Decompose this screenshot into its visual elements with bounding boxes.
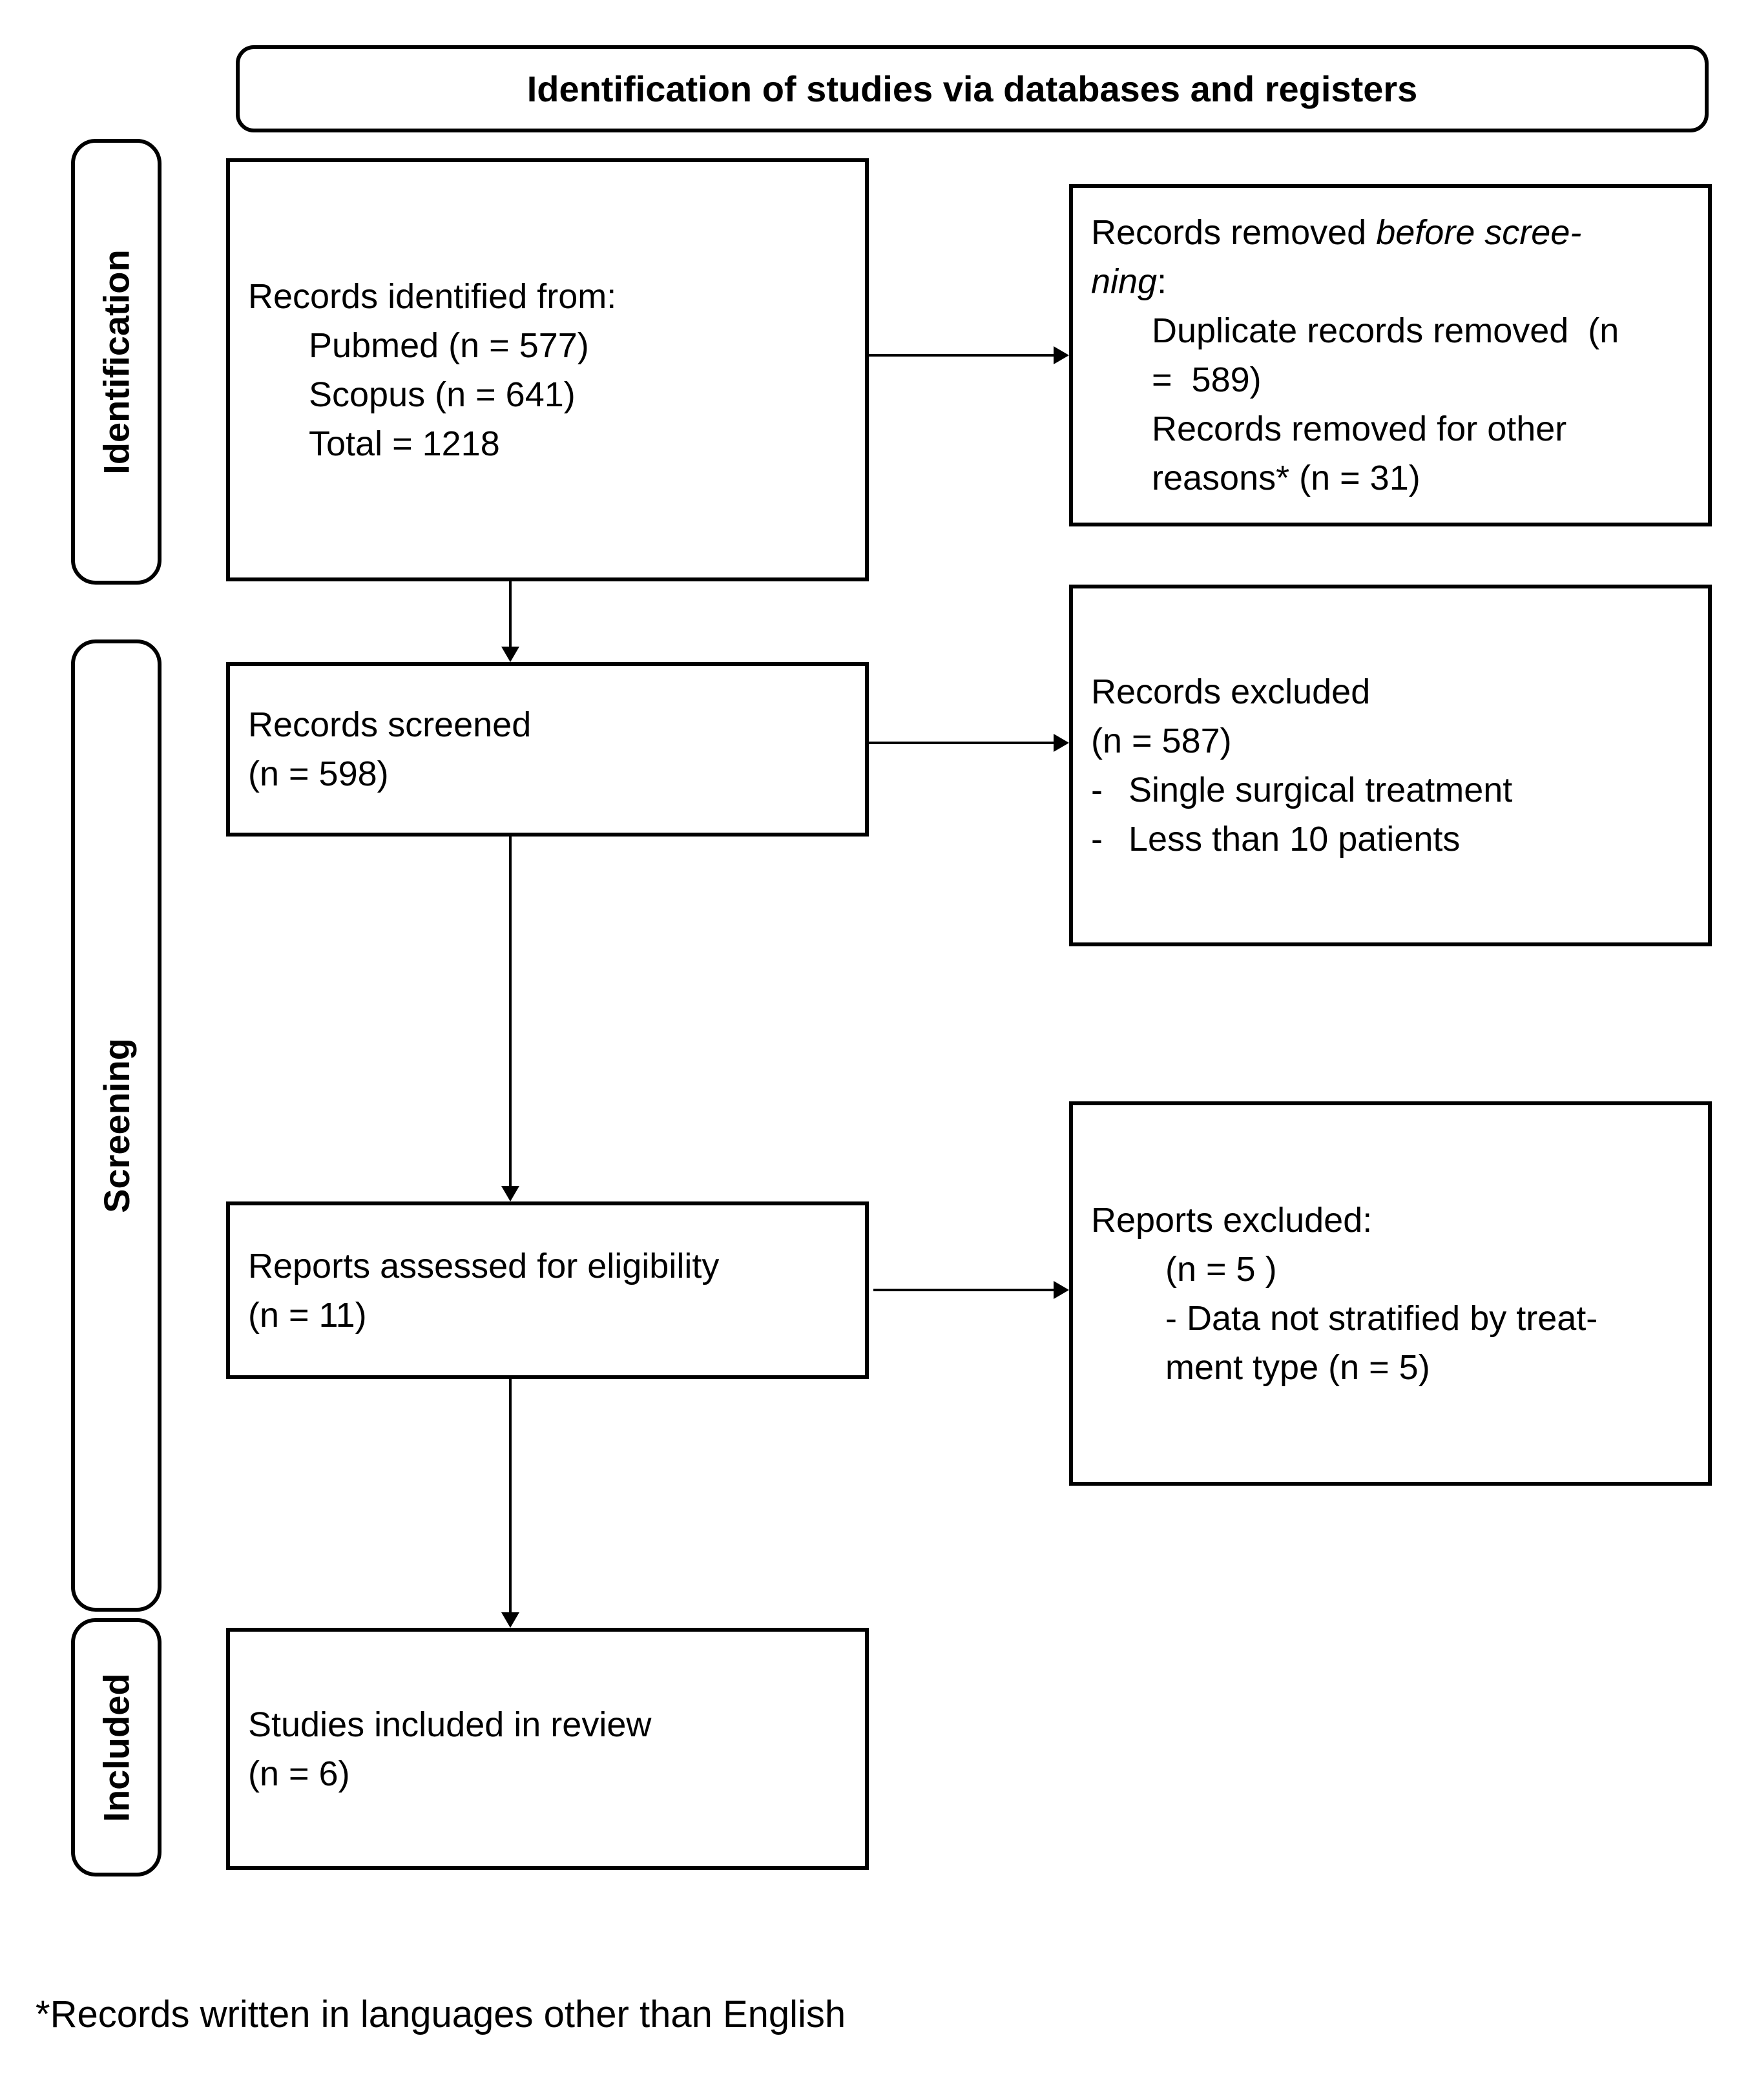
arrow-assessed-to-reports-excluded-line xyxy=(873,1289,1055,1291)
studies-included-count: (n = 6) xyxy=(248,1754,350,1793)
box-records-screened: Records screened (n = 598) xyxy=(226,662,869,837)
reports-excluded-count: (n = 5 ) xyxy=(1165,1249,1277,1289)
records-identified-total: Total = 1218 xyxy=(309,424,500,463)
phase-label-screening: Screening xyxy=(71,639,161,1612)
arrowhead-right-icon xyxy=(1054,346,1069,364)
records-removed-duplicates-2: = 589) xyxy=(1152,360,1262,399)
arrow-identified-to-removed-line xyxy=(869,354,1055,357)
arrow-screened-to-assessed-line xyxy=(509,837,512,1189)
records-excluded-heading: Records excluded xyxy=(1091,672,1371,711)
arrow-assessed-to-included-line xyxy=(509,1379,512,1615)
arrow-identified-to-screened-line xyxy=(509,581,512,649)
reports-assessed-heading: Reports assessed for eligibility xyxy=(248,1246,720,1285)
records-identified-scopus: Scopus (n = 641) xyxy=(309,375,576,414)
footnote: *Records written in languages other than… xyxy=(36,1993,846,2035)
reports-excluded-heading: Reports excluded: xyxy=(1091,1200,1373,1240)
records-excluded-reason-1: -Single surgical treatment xyxy=(1091,765,1696,815)
records-excluded-reason-2: -Less than 10 patients xyxy=(1091,815,1696,864)
reports-assessed-count: (n = 11) xyxy=(248,1295,367,1335)
box-reports-excluded: Reports excluded: (n = 5 ) - Data not st… xyxy=(1069,1101,1712,1486)
diagram-title: Identification of studies via databases … xyxy=(526,68,1418,109)
box-records-removed: Records removed before scree- ning: Dupl… xyxy=(1069,184,1712,526)
records-screened-heading: Records screened xyxy=(248,705,532,744)
bullet-dash-icon: - xyxy=(1091,771,1103,809)
records-removed-heading-italic: before scree- xyxy=(1376,213,1582,252)
records-removed-other-2: reasons* (n = 31) xyxy=(1152,459,1420,497)
records-removed-heading-normal: Records removed xyxy=(1091,213,1377,252)
box-reports-assessed: Reports assessed for eligibility (n = 11… xyxy=(226,1201,869,1379)
box-records-identified: Records identified from: Pubmed (n = 577… xyxy=(226,158,869,581)
title-box: Identification of studies via databases … xyxy=(236,45,1709,132)
arrowhead-down-icon xyxy=(501,1186,519,1201)
records-excluded-count: (n = 587) xyxy=(1091,722,1232,760)
records-removed-heading-line2: ning: xyxy=(1091,257,1696,306)
records-excluded-reason-1-text: Single surgical treatment xyxy=(1129,771,1513,809)
arrowhead-down-icon xyxy=(501,647,519,662)
records-removed-duplicates-1: Duplicate records removed (n xyxy=(1152,311,1619,350)
phase-label-identification: Identification xyxy=(71,139,161,585)
records-removed-other-1: Records removed for other xyxy=(1152,410,1567,448)
records-identified-pubmed: Pubmed (n = 577) xyxy=(309,326,589,365)
box-studies-included: Studies included in review (n = 6) xyxy=(226,1628,869,1870)
arrowhead-down-icon xyxy=(501,1612,519,1628)
arrow-screened-to-excluded-line xyxy=(869,742,1055,744)
phase-label-included-text: Included xyxy=(96,1672,137,1822)
reports-excluded-reason-1: - Data not stratified by treat- xyxy=(1165,1298,1598,1338)
phase-label-included: Included xyxy=(71,1618,161,1876)
phase-label-screening-text: Screening xyxy=(96,1038,137,1213)
reports-excluded-reason-2: ment type (n = 5) xyxy=(1165,1347,1430,1387)
box-records-excluded: Records excluded (n = 587) -Single surgi… xyxy=(1069,585,1712,946)
arrowhead-right-icon xyxy=(1054,734,1069,752)
records-removed-heading-italic2: ning xyxy=(1091,262,1158,301)
studies-included-heading: Studies included in review xyxy=(248,1705,652,1744)
records-removed-heading-colon: : xyxy=(1157,262,1167,301)
phase-label-identification-text: Identification xyxy=(96,249,137,475)
bullet-dash-icon: - xyxy=(1091,820,1103,858)
records-excluded-reason-2-text: Less than 10 patients xyxy=(1129,820,1461,858)
records-identified-heading: Records identified from: xyxy=(248,276,617,316)
arrowhead-right-icon xyxy=(1054,1281,1069,1299)
records-screened-count: (n = 598) xyxy=(248,754,389,793)
records-removed-heading-line1: Records removed before scree- xyxy=(1091,208,1696,257)
